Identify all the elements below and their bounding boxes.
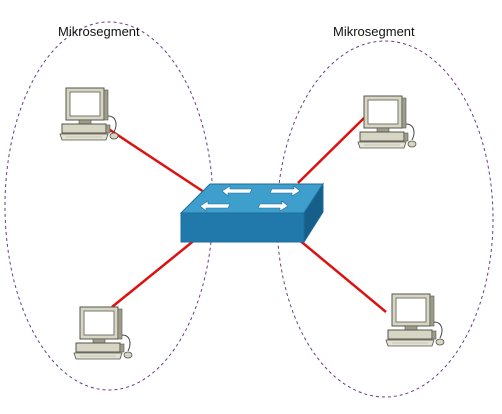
link-top-left bbox=[106, 126, 208, 196]
link-bottom-right bbox=[291, 233, 387, 313]
computer-top-left bbox=[59, 87, 119, 141]
link-top-right bbox=[297, 117, 365, 184]
computer-top-right bbox=[357, 95, 417, 149]
computer-bottom-left bbox=[73, 306, 133, 360]
right-segment-boundary bbox=[276, 40, 494, 398]
network-switch-icon bbox=[179, 182, 324, 244]
right-segment-label: Mikrosegment bbox=[333, 24, 415, 39]
left-segment-label: Mikrosegment bbox=[58, 24, 140, 39]
computer-bottom-right bbox=[385, 293, 445, 347]
